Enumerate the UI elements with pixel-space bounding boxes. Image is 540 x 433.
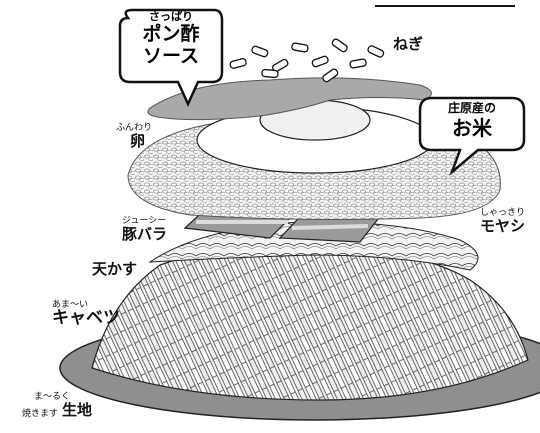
ponzu-line1: ポン酢 xyxy=(142,23,200,45)
label-dough-main: 生地 xyxy=(62,401,93,419)
rice-main: お米 xyxy=(452,116,492,140)
ponzu-bubble-text: さっぱり ポン酢 ソース xyxy=(120,8,222,67)
pork-fat-stripes xyxy=(196,220,369,230)
label-pork-ruby: ジューシー xyxy=(122,216,167,226)
label-egg: ふんわり 卵 xyxy=(116,123,152,150)
label-cabbage-main: キャベツ xyxy=(52,308,120,328)
negi-layer xyxy=(229,38,385,83)
ponzu-top: さっぱり xyxy=(149,10,193,23)
label-dough-ruby2: 焼きます xyxy=(22,409,59,419)
label-moyashi-ruby: しゃっきり xyxy=(480,208,526,218)
label-moyashi: しゃっきり モヤシ xyxy=(480,208,525,235)
label-tenkasu-main: 天かす xyxy=(92,260,138,278)
label-cabbage: あま〜い キャベツ xyxy=(52,300,120,327)
label-pork: ジューシー 豚バラ xyxy=(122,216,167,243)
label-egg-ruby: ふんわり xyxy=(116,123,153,133)
label-moyashi-main: モヤシ xyxy=(480,217,526,235)
ponzu-line2: ソース xyxy=(142,45,200,67)
label-negi-main: ねぎ xyxy=(393,35,424,53)
label-dough: ま〜るく 焼きます 生地 xyxy=(22,392,92,419)
label-egg-main: 卵 xyxy=(130,132,146,150)
label-dough-row: 焼きます 生地 xyxy=(22,401,93,420)
label-dough-ruby: ま〜るく xyxy=(34,392,71,402)
sauce-layer xyxy=(147,77,432,121)
label-cabbage-ruby: あま〜い xyxy=(52,300,89,310)
rice-bubble xyxy=(418,96,526,176)
label-pork-main: 豚バラ xyxy=(122,225,168,243)
rice-bubble-text: 庄原産の お米 xyxy=(420,98,524,140)
rice-top: 庄原産の xyxy=(447,101,496,115)
cabbage-layer xyxy=(91,243,529,401)
label-tenkasu: 天かす xyxy=(92,261,137,278)
label-negi: ねぎ xyxy=(393,36,423,53)
ponzu-bubble xyxy=(118,8,224,108)
